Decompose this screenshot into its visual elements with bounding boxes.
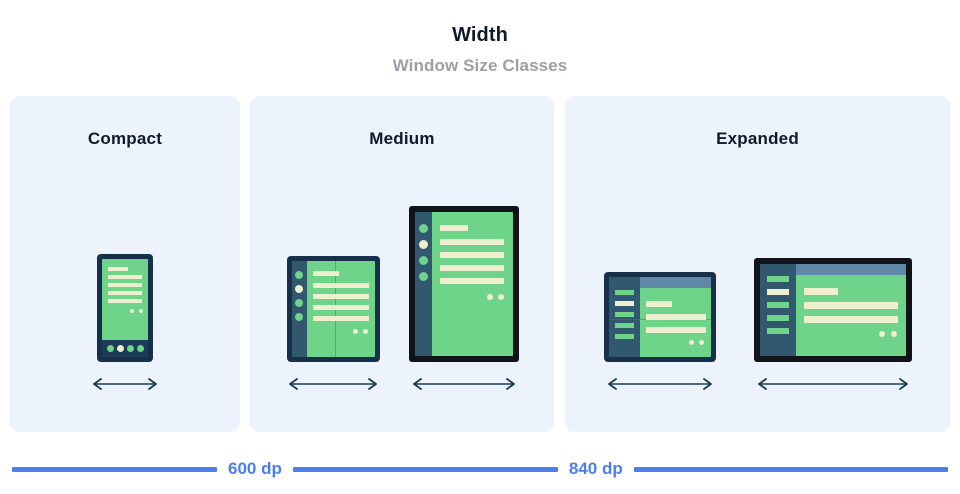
content-line	[312, 294, 369, 299]
breakpoint-ruler: 600 dp 840 dp	[0, 458, 960, 480]
content-line	[440, 265, 504, 271]
ruler-segment-expanded	[633, 466, 948, 472]
bottom-nav-dot	[107, 345, 114, 352]
navigation-rail	[291, 261, 307, 357]
bottom-nav-dot	[127, 345, 134, 352]
content-line	[108, 291, 142, 295]
bottom-nav-dot	[137, 345, 144, 352]
content-line	[312, 283, 369, 288]
foldable-portrait-device	[286, 256, 380, 362]
drawer-item	[614, 312, 634, 317]
device-slot-tablet-landscape	[753, 258, 912, 392]
content-line	[108, 283, 142, 287]
action-dot	[688, 340, 694, 345]
content-line	[312, 305, 369, 310]
device-group-compact	[10, 254, 240, 392]
top-app-bar	[639, 277, 711, 288]
navigation-drawer	[759, 264, 796, 356]
panel-compact: Compact	[10, 96, 240, 432]
action-dot	[487, 294, 493, 300]
content-line	[440, 225, 468, 231]
drawer-item-active	[614, 301, 634, 306]
panel-title-compact: Compact	[87, 129, 163, 148]
action-dot	[498, 294, 504, 300]
content-line	[312, 316, 369, 321]
rail-dot	[295, 271, 303, 279]
device-group-expanded	[565, 258, 950, 392]
rail-dot	[295, 299, 303, 307]
action-dot	[362, 329, 368, 334]
page-subtitle: Window Size Classes	[392, 56, 568, 75]
action-dot	[698, 340, 704, 345]
width-arrow-icon	[757, 378, 908, 390]
content-line	[108, 275, 142, 279]
ruler-segment-compact	[12, 466, 217, 472]
rail-dot	[419, 272, 428, 281]
content-line	[645, 314, 706, 320]
ruler-segment-medium	[292, 466, 558, 472]
content-line	[108, 299, 142, 303]
rail-dot-active	[419, 240, 428, 249]
top-app-bar	[795, 264, 906, 275]
drawer-item	[766, 302, 789, 308]
tablet-landscape-device	[753, 258, 912, 362]
content-line	[803, 302, 898, 309]
breakpoint-label-840dp: 840 dp	[568, 459, 623, 478]
width-arrow-icon	[93, 378, 157, 390]
phone-portrait-device	[97, 254, 153, 362]
rail-dot	[419, 224, 428, 233]
rail-dot-active	[295, 285, 303, 293]
bottom-navigation-bar	[102, 340, 148, 357]
breakpoint-label-600dp: 600 dp	[228, 459, 282, 478]
action-dot	[878, 331, 885, 337]
navigation-drawer	[608, 277, 640, 357]
page-title: Width	[452, 24, 508, 46]
content-line	[803, 288, 838, 295]
navigation-rail	[415, 212, 432, 356]
drawer-item	[766, 328, 789, 334]
content-line	[645, 327, 706, 333]
content-line	[440, 252, 504, 258]
action-dot	[130, 309, 134, 313]
foldable-landscape-screen	[608, 277, 711, 357]
drawer-item	[614, 334, 634, 339]
drawer-item-active	[766, 289, 789, 295]
content-line	[108, 267, 128, 271]
device-group-medium	[250, 206, 554, 392]
device-slot-tablet-portrait	[409, 206, 519, 392]
size-class-panels: Compact	[10, 96, 950, 432]
action-dot	[890, 331, 897, 337]
tablet-portrait-screen	[415, 212, 513, 356]
drawer-item	[766, 276, 789, 282]
action-dot	[352, 329, 358, 334]
width-arrow-icon	[289, 378, 377, 390]
panel-expanded: Expanded	[565, 96, 950, 432]
phone-portrait-screen	[102, 259, 148, 357]
bottom-nav-dot-active	[117, 345, 124, 352]
device-slot-foldable-landscape	[603, 272, 716, 392]
content-line	[440, 278, 504, 284]
device-slot-foldable-portrait	[285, 256, 381, 392]
drawer-item	[766, 315, 789, 321]
content-line	[440, 239, 504, 245]
tablet-landscape-screen	[759, 264, 906, 356]
content-line	[312, 271, 339, 276]
device-slot-phone-portrait	[89, 254, 161, 392]
drawer-item	[614, 323, 634, 328]
rail-dot	[295, 313, 303, 321]
tablet-portrait-device	[409, 206, 519, 362]
content-line	[803, 316, 898, 323]
panel-medium: Medium	[250, 96, 554, 432]
width-arrow-icon	[607, 378, 712, 390]
content-line	[645, 301, 672, 307]
foldable-landscape-device	[603, 272, 716, 362]
foldable-portrait-screen	[291, 261, 375, 357]
panel-title-expanded: Expanded	[716, 129, 799, 148]
rail-dot	[419, 256, 428, 265]
width-arrow-icon	[413, 378, 515, 390]
figure-header: Width Window Size Classes	[0, 0, 960, 96]
panel-title-medium: Medium	[369, 129, 435, 148]
action-dot	[139, 309, 143, 313]
drawer-item	[614, 290, 634, 295]
